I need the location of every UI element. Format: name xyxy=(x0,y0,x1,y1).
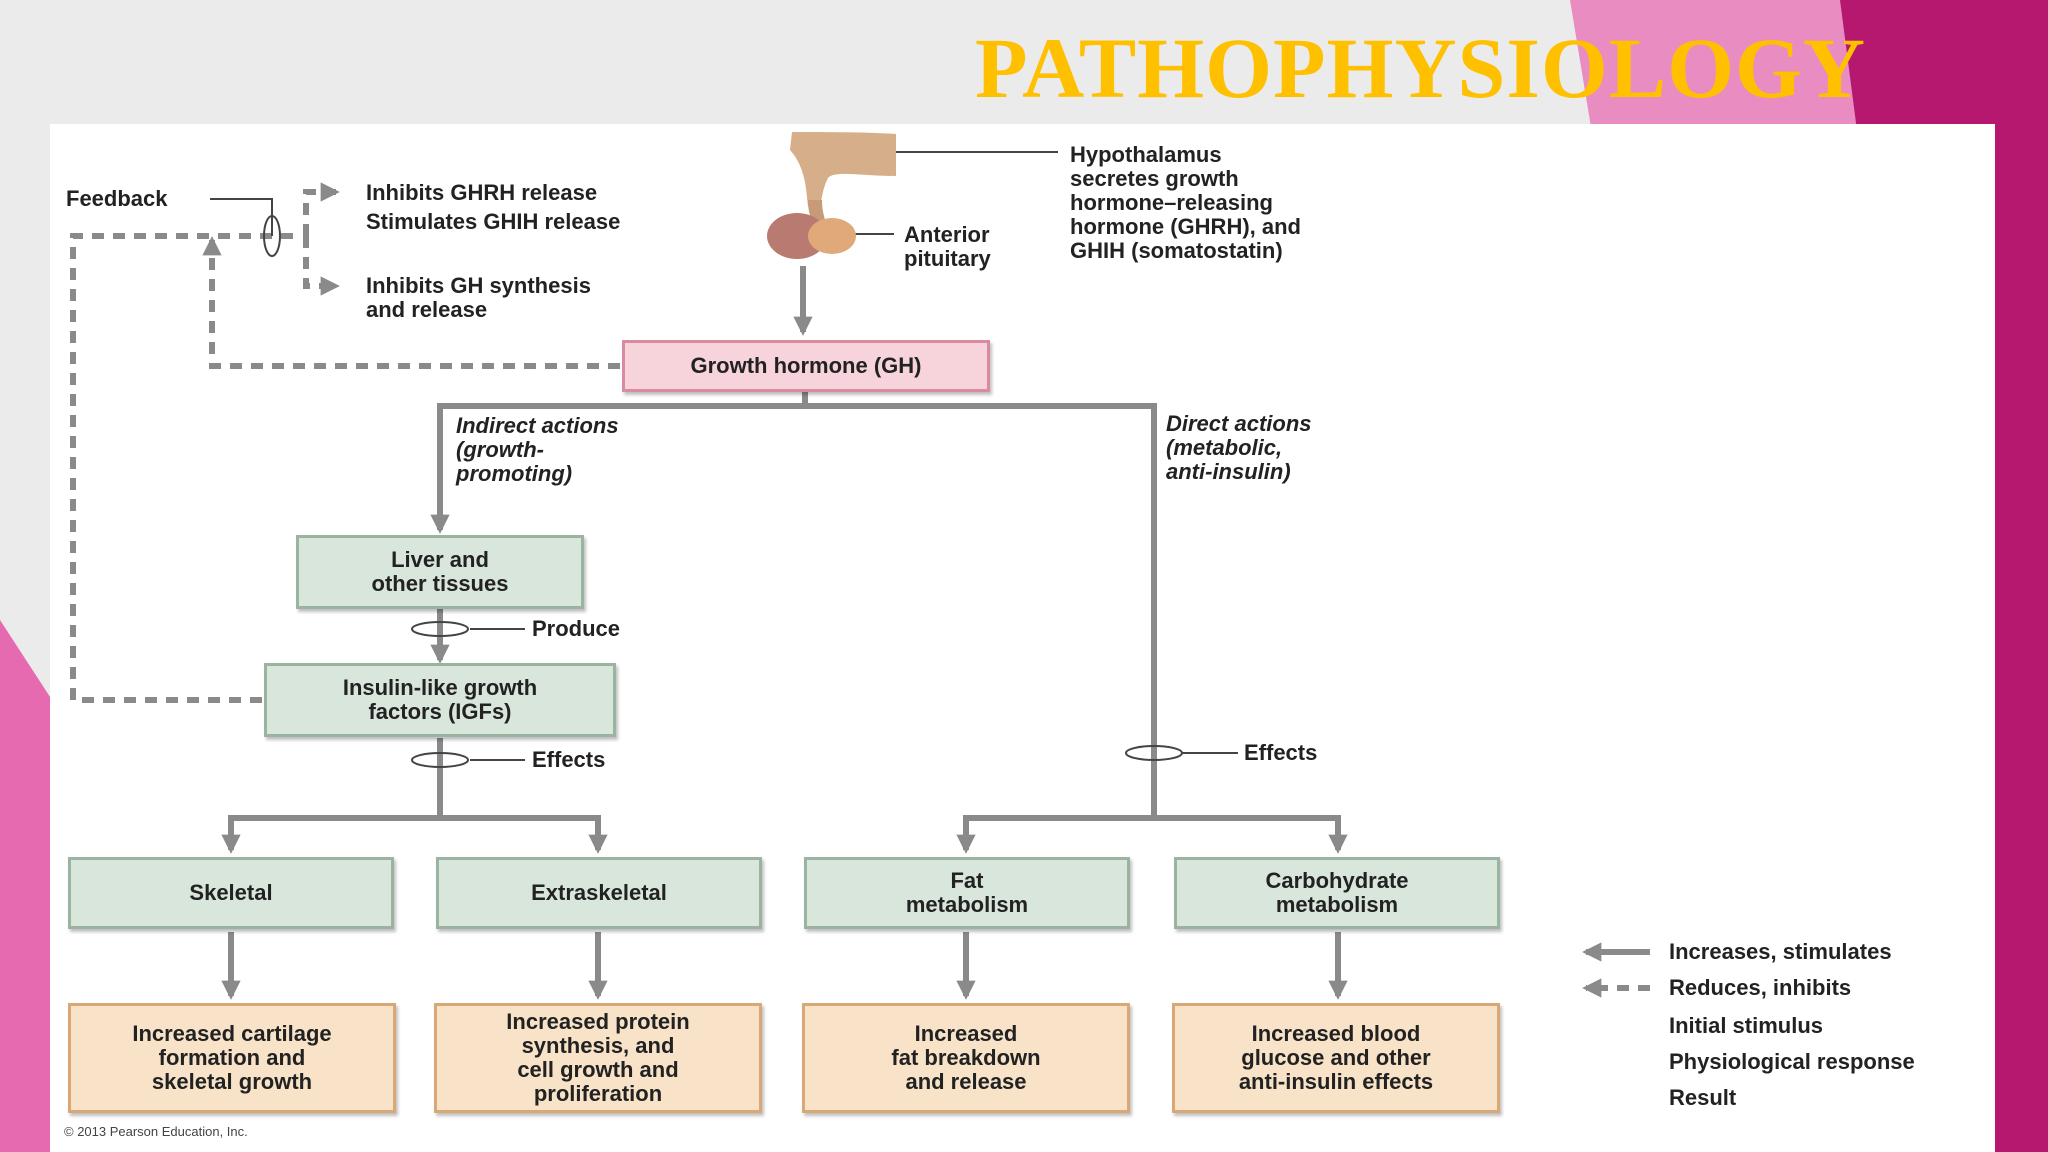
hypothalamus-feedback-effect: Inhibits GHRH release Stimulates GHIH re… xyxy=(366,180,621,234)
feedback-label: Feedback xyxy=(66,186,168,211)
hypothalamus-tissue xyxy=(790,132,896,206)
pink-band-left xyxy=(0,620,52,1152)
indirect-actions-subtitle: (growth- promoting) xyxy=(456,437,573,486)
legend-label-physiological: Physiological response xyxy=(1669,1049,1915,1074)
liver-box: Liver and other tissues xyxy=(296,535,584,609)
produce-node xyxy=(411,621,469,637)
effects-label-left: Effects xyxy=(532,747,606,772)
legend-label-reduces: Reduces, inhibits xyxy=(1669,975,1852,1000)
produce-label: Produce xyxy=(532,616,621,641)
pituitary-illustration xyxy=(767,132,896,259)
feedback-loop-gh xyxy=(202,236,620,369)
target-box-fat-metabolism: Fat metabolism xyxy=(804,857,1130,929)
hypothalamus-label: Hypothalamus secretes growth hormone–rel… xyxy=(1070,142,1301,263)
igf-box: Insulin-like growth factors (IGFs) xyxy=(264,663,616,737)
gh-branch-line xyxy=(430,390,808,534)
effects-right-node xyxy=(1125,745,1183,761)
result-box-fat: Increased fat breakdown and release xyxy=(802,1003,1130,1113)
pituitary-feedback-effect: Inhibits GH synthesis and release xyxy=(366,273,591,322)
growth-hormone-box: Growth hormone (GH) xyxy=(622,340,990,392)
result-box-carbohydrate: Increased blood glucose and other anti-i… xyxy=(1172,1003,1500,1113)
slide-title: PATHOPHYSIOLOGY xyxy=(975,20,1866,116)
igf-split-right xyxy=(440,815,608,854)
legend-label-increases: Increases, stimulates xyxy=(1669,939,1892,964)
direct-actions-title: Direct actions xyxy=(1166,411,1312,436)
indirect-actions-title: Indirect actions xyxy=(456,413,619,438)
direct-split-right xyxy=(1154,815,1348,854)
feedback-fork xyxy=(303,182,340,236)
target-box-carbohydrate-metabolism: Carbohydrate metabolism xyxy=(1174,857,1500,929)
result-box-skeletal: Increased cartilage formation and skelet… xyxy=(68,1003,396,1113)
legend-label-result: Result xyxy=(1669,1085,1737,1110)
target-box-extraskeletal: Extraskeletal xyxy=(436,857,762,929)
feedback-fork-lower xyxy=(303,236,340,296)
igf-split-left xyxy=(221,815,440,854)
direct-actions-subtitle: (metabolic, anti-insulin) xyxy=(1166,435,1291,484)
target-box-skeletal: Skeletal xyxy=(68,857,394,929)
feedback-callout xyxy=(210,198,273,236)
effects-label-right: Effects xyxy=(1244,740,1318,765)
feedback-node xyxy=(263,215,281,257)
anterior-pituitary-lobe xyxy=(767,213,827,259)
diagram-panel xyxy=(50,124,1995,1152)
feedback-loop-igf xyxy=(70,233,300,703)
direct-split-left xyxy=(956,815,1154,854)
gh-direct-line xyxy=(805,403,1157,818)
copyright-notice: © 2013 Pearson Education, Inc. xyxy=(64,1124,248,1139)
result-box-extraskeletal: Increased protein synthesis, and cell gr… xyxy=(434,1003,762,1113)
effects-left-node xyxy=(411,752,469,768)
legend-label-initial: Initial stimulus xyxy=(1669,1013,1824,1038)
anterior-pituitary-label: Anterior pituitary xyxy=(904,222,991,271)
posterior-pituitary-lobe xyxy=(808,218,856,254)
